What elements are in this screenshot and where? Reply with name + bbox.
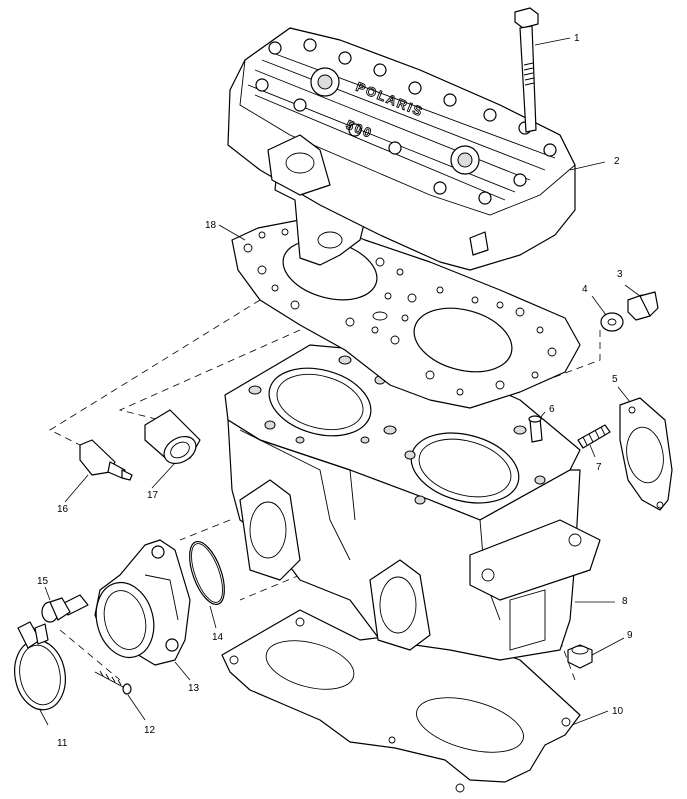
exhaust-gasket xyxy=(619,397,673,511)
callout-5: 5 xyxy=(612,374,618,385)
temperature-sensor xyxy=(79,439,133,481)
callout-1: 1 xyxy=(574,33,580,44)
head-bolt xyxy=(514,7,539,133)
o-ring xyxy=(189,541,225,605)
flange-nut xyxy=(567,644,593,669)
hose-clamp xyxy=(14,621,66,711)
washer-4 xyxy=(600,312,624,332)
screw-12 xyxy=(94,670,132,695)
callout-13: 13 xyxy=(188,683,200,694)
callout-6: 6 xyxy=(549,404,555,415)
cylinder-head: POLARIS 500 xyxy=(227,27,576,271)
callout-17: 17 xyxy=(147,490,159,501)
dowel-pin xyxy=(528,415,543,443)
callout-15: 15 xyxy=(37,576,49,587)
gasket-holes xyxy=(243,228,557,396)
exhaust-stud xyxy=(577,424,611,449)
callout-9: 9 xyxy=(627,630,633,641)
fitting-3 xyxy=(627,291,659,321)
callout-12: 12 xyxy=(144,725,156,736)
bolt-15 xyxy=(41,594,89,623)
callout-10: 10 xyxy=(612,706,624,717)
callout-16: 16 xyxy=(57,504,69,515)
callout-7: 7 xyxy=(596,462,602,473)
callout-labels: 1 2 3 4 5 6 7 8 9 10 11 12 13 14 15 16 1… xyxy=(37,33,633,749)
callout-2: 2 xyxy=(614,156,620,167)
leader-lines xyxy=(39,37,641,726)
callout-11: 11 xyxy=(57,738,68,749)
callout-4: 4 xyxy=(582,284,588,295)
callout-14: 14 xyxy=(212,632,224,643)
intake-flange xyxy=(94,539,191,666)
callout-8: 8 xyxy=(622,596,628,607)
sensor-sleeve xyxy=(144,409,201,465)
callout-3: 3 xyxy=(617,269,623,280)
callout-18: 18 xyxy=(205,220,217,231)
